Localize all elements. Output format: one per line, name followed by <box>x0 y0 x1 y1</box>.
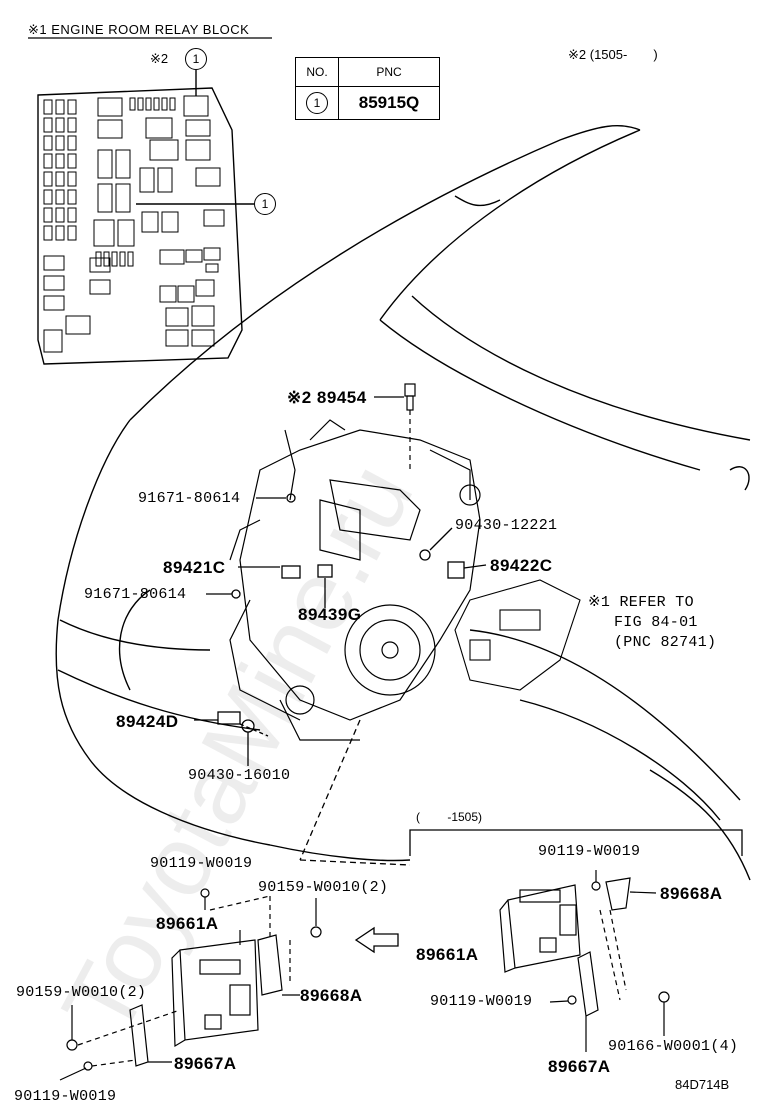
label-91671-80614-b: 91671-80614 <box>84 586 187 603</box>
label-right-89661A: 89661A <box>416 945 479 964</box>
refer-note-line2: FIG 84-01 <box>614 614 698 631</box>
sensor-89454 <box>374 383 416 470</box>
relay-block-title: ※1 ENGINE ROOM RELAY BLOCK <box>28 22 250 37</box>
label-89439G: 89439G <box>298 605 362 624</box>
table-header-no: NO. <box>295 57 339 87</box>
figure-code: 84D714B <box>675 1077 730 1092</box>
variant-bracket <box>409 829 743 856</box>
label-right-90119-top: 90119-W0019 <box>538 843 641 860</box>
bolt-91671-a <box>256 493 296 503</box>
car-body <box>55 125 751 881</box>
label-right-90119-mid: 90119-W0019 <box>430 993 533 1010</box>
refer-note-line1: ※1 REFER TO <box>588 594 694 611</box>
label-left-89661A: 89661A <box>156 914 219 933</box>
pnc-table: NO. PNC 1 85915Q <box>295 57 440 120</box>
label-90430-16010: 90430-16010 <box>188 767 291 784</box>
left-ecu-group <box>59 888 322 1081</box>
callout-circle-top: 1 <box>185 48 207 70</box>
engine-assembly <box>229 419 481 741</box>
label-89421C: 89421C <box>163 558 226 577</box>
callout-circle-right: 1 <box>254 193 276 215</box>
label-left-90159-left: 90159-W0010(2) <box>16 984 147 1001</box>
label-left-89668A: 89668A <box>300 986 363 1005</box>
label-89424D: 89424D <box>116 712 179 731</box>
row-number-circle: 1 <box>306 92 328 114</box>
sensor-89422C <box>447 561 487 579</box>
callout-number: 1 <box>185 48 207 70</box>
arrow-left-icon <box>354 926 399 954</box>
label-left-90159-right: 90159-W0010(2) <box>258 879 389 896</box>
sensor-89439G <box>317 564 333 608</box>
table-cell-pnc: 85915Q <box>338 86 440 120</box>
label-right-89667A: 89667A <box>548 1057 611 1076</box>
gasket-90430-12221 <box>419 527 453 561</box>
relay-ref-marker: ※2 <box>150 51 169 66</box>
table-row: 1 85915Q <box>295 86 440 120</box>
note-top-right: ※2 (1505- ) <box>568 47 658 62</box>
refer-note-line3: (PNC 82741) <box>614 634 717 651</box>
sensor-89424D <box>194 711 269 766</box>
table-header-row: NO. PNC <box>295 57 440 87</box>
table-cell-no: 1 <box>295 86 339 120</box>
leader-to-left-ecu <box>299 719 361 861</box>
label-right-89668A: 89668A <box>660 884 723 903</box>
label-right-90166: 90166-W0001(4) <box>608 1038 739 1055</box>
variant-label: ( -1505) <box>416 810 483 824</box>
label-left-89667A: 89667A <box>174 1054 237 1073</box>
ecu-bracket-reference <box>454 579 581 691</box>
callout-number: 1 <box>254 193 276 215</box>
label-90430-12221: 90430-12221 <box>455 517 558 534</box>
label-89422C: 89422C <box>490 556 553 575</box>
label-left-90119-top: 90119-W0019 <box>150 855 253 872</box>
bolt-91671-b <box>206 589 241 599</box>
right-ecu-group <box>499 870 670 1052</box>
label-91671-80614-a: 91671-80614 <box>138 490 241 507</box>
leader-to-right-ecu <box>299 859 411 866</box>
table-header-pnc: PNC <box>338 57 440 87</box>
relay-block <box>37 70 254 365</box>
label-89454: ※2 89454 <box>287 388 367 407</box>
label-left-90119-bottom: 90119-W0019 <box>14 1088 117 1105</box>
sensor-89421C <box>238 565 301 579</box>
